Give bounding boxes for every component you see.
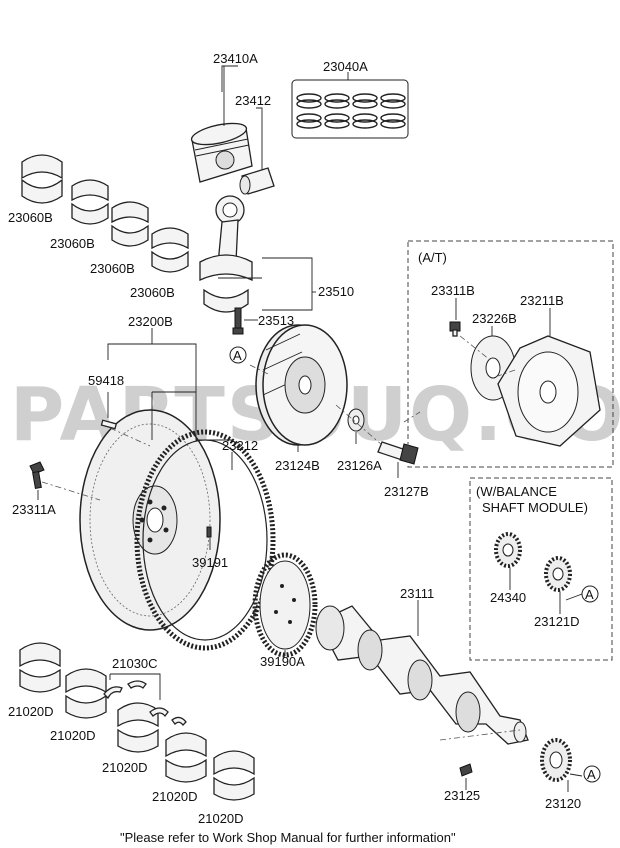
- balance-gear-23121D[interactable]: [544, 556, 572, 592]
- alignment-axes: [41, 335, 521, 741]
- part-label-21020D-5[interactable]: 21020D: [198, 811, 244, 826]
- part-label-39191[interactable]: 39191: [192, 555, 228, 570]
- leader-lines: [37, 65, 583, 792]
- part-label-23060B-3[interactable]: 23060B: [90, 261, 135, 276]
- damper-pulley[interactable]: [255, 324, 348, 446]
- part-label-21020D-3[interactable]: 21020D: [102, 760, 148, 775]
- part-label-24340[interactable]: 24340: [490, 590, 526, 605]
- rod-bearing-1[interactable]: [21, 154, 63, 204]
- flywheel-bolt[interactable]: [29, 461, 45, 489]
- pin-39191[interactable]: [206, 526, 212, 538]
- at-bolt[interactable]: [449, 321, 461, 337]
- part-label-21020D-4[interactable]: 21020D: [152, 789, 198, 804]
- balance-group-label-1: (W/BALANCE: [476, 484, 557, 499]
- flywheel[interactable]: [79, 409, 221, 631]
- part-label-23060B-4[interactable]: 23060B: [130, 285, 175, 300]
- callout-a-damper: A: [229, 346, 247, 364]
- drive-plate[interactable]: [497, 335, 601, 447]
- dowel-pin-59418[interactable]: [100, 419, 118, 430]
- part-label-23510[interactable]: 23510: [318, 284, 354, 299]
- part-label-23060B-1[interactable]: 23060B: [8, 210, 53, 225]
- part-label-23410A[interactable]: 23410A: [213, 51, 258, 66]
- part-label-23412[interactable]: 23412: [235, 93, 271, 108]
- callout-a-balance: A: [581, 585, 599, 603]
- part-label-23040A[interactable]: 23040A: [323, 59, 368, 74]
- svg-text:A: A: [233, 348, 242, 363]
- thrust-washers[interactable]: [103, 680, 187, 726]
- balance-group-border: [469, 477, 613, 661]
- target-wheel[interactable]: [252, 552, 318, 658]
- part-label-21030C[interactable]: 21030C: [112, 656, 158, 671]
- part-label-23121D[interactable]: 23121D: [534, 614, 580, 629]
- washer-23126A[interactable]: [347, 408, 365, 432]
- piston[interactable]: [190, 119, 253, 183]
- footer-note: "Please refer to Work Shop Manual for fu…: [120, 830, 456, 845]
- part-label-23311B[interactable]: 23311B: [431, 283, 475, 298]
- svg-text:A: A: [585, 587, 594, 602]
- part-label-21020D-2[interactable]: 21020D: [50, 728, 96, 743]
- main-bearing-2[interactable]: [65, 668, 107, 719]
- part-label-21020D-1[interactable]: 21020D: [8, 704, 54, 719]
- crankshaft[interactable]: [315, 605, 529, 745]
- main-bearing-1[interactable]: [19, 642, 61, 693]
- part-label-23060B-2[interactable]: 23060B: [50, 236, 95, 251]
- rod-bolt[interactable]: [232, 307, 244, 335]
- rod-bearing-2[interactable]: [71, 179, 109, 225]
- connecting-rod-cap[interactable]: [203, 288, 249, 313]
- piston-rings-set[interactable]: [291, 79, 409, 139]
- part-label-23124B[interactable]: 23124B: [275, 458, 320, 473]
- at-group-label: (A/T): [418, 250, 447, 265]
- part-label-23226B[interactable]: 23226B: [472, 311, 517, 326]
- rod-bearing-4[interactable]: [151, 227, 189, 273]
- part-label-59418[interactable]: 59418: [88, 373, 124, 388]
- crank-sprocket[interactable]: [540, 738, 572, 782]
- part-label-23200B[interactable]: 23200B: [128, 314, 173, 329]
- balance-group-label-2: SHAFT MODULE): [482, 500, 588, 515]
- rod-bearing-3[interactable]: [111, 201, 149, 247]
- at-group-border: [407, 240, 614, 468]
- part-label-23127B[interactable]: 23127B: [384, 484, 429, 499]
- part-label-23120[interactable]: 23120: [545, 796, 581, 811]
- connecting-rod[interactable]: [199, 195, 253, 282]
- part-label-23311A[interactable]: 23311A: [12, 502, 56, 517]
- part-label-23126A[interactable]: 23126A: [337, 458, 382, 473]
- part-label-23513[interactable]: 23513: [258, 313, 294, 328]
- balance-gear-24340[interactable]: [494, 532, 522, 568]
- piston-pin[interactable]: [239, 167, 275, 195]
- part-label-23211B[interactable]: 23211B: [520, 293, 564, 308]
- part-label-23111[interactable]: 23111: [400, 586, 434, 601]
- part-label-39190A[interactable]: 39190A: [260, 654, 305, 669]
- svg-text:A: A: [587, 767, 596, 782]
- callout-a-sprocket: A: [583, 765, 601, 783]
- pulley-bolt[interactable]: [377, 441, 419, 465]
- main-bearing-3[interactable]: [117, 702, 159, 753]
- main-bearing-4[interactable]: [165, 732, 207, 783]
- main-bearing-5[interactable]: [213, 750, 255, 801]
- woodruff-key[interactable]: [459, 763, 473, 777]
- part-label-23212[interactable]: 23212: [222, 438, 258, 453]
- part-label-23125[interactable]: 23125: [444, 788, 480, 803]
